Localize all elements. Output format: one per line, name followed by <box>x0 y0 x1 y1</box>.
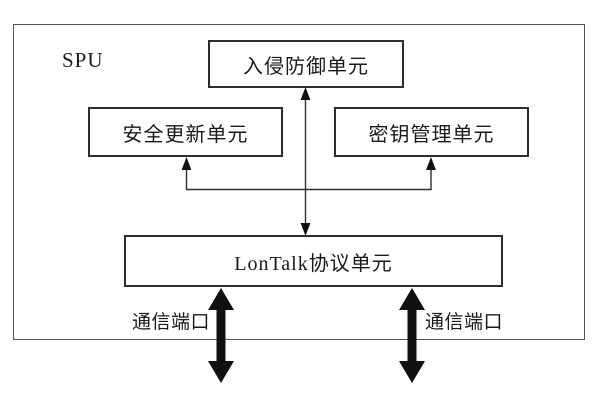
left-communication-port-label: 通信端口 <box>132 312 211 333</box>
box-security-update-label: 安全更新单元 <box>122 123 249 146</box>
spu-label: SPU <box>62 48 104 72</box>
right-communication-port-label: 通信端口 <box>425 312 504 333</box>
spu-boundary-frame <box>13 24 585 340</box>
box-intrusion-prevention-label: 入侵防御单元 <box>243 55 369 78</box>
box-intrusion-prevention-unit: 入侵防御单元 <box>208 40 404 88</box>
box-security-update-unit: 安全更新单元 <box>88 107 283 157</box>
box-key-management-unit: 密钥管理单元 <box>334 107 529 157</box>
box-lontalk-protocol-label: LonTalk协议单元 <box>234 252 393 275</box>
box-lontalk-protocol-unit: LonTalk协议单元 <box>124 235 503 287</box>
box-key-management-label: 密钥管理单元 <box>368 123 495 146</box>
